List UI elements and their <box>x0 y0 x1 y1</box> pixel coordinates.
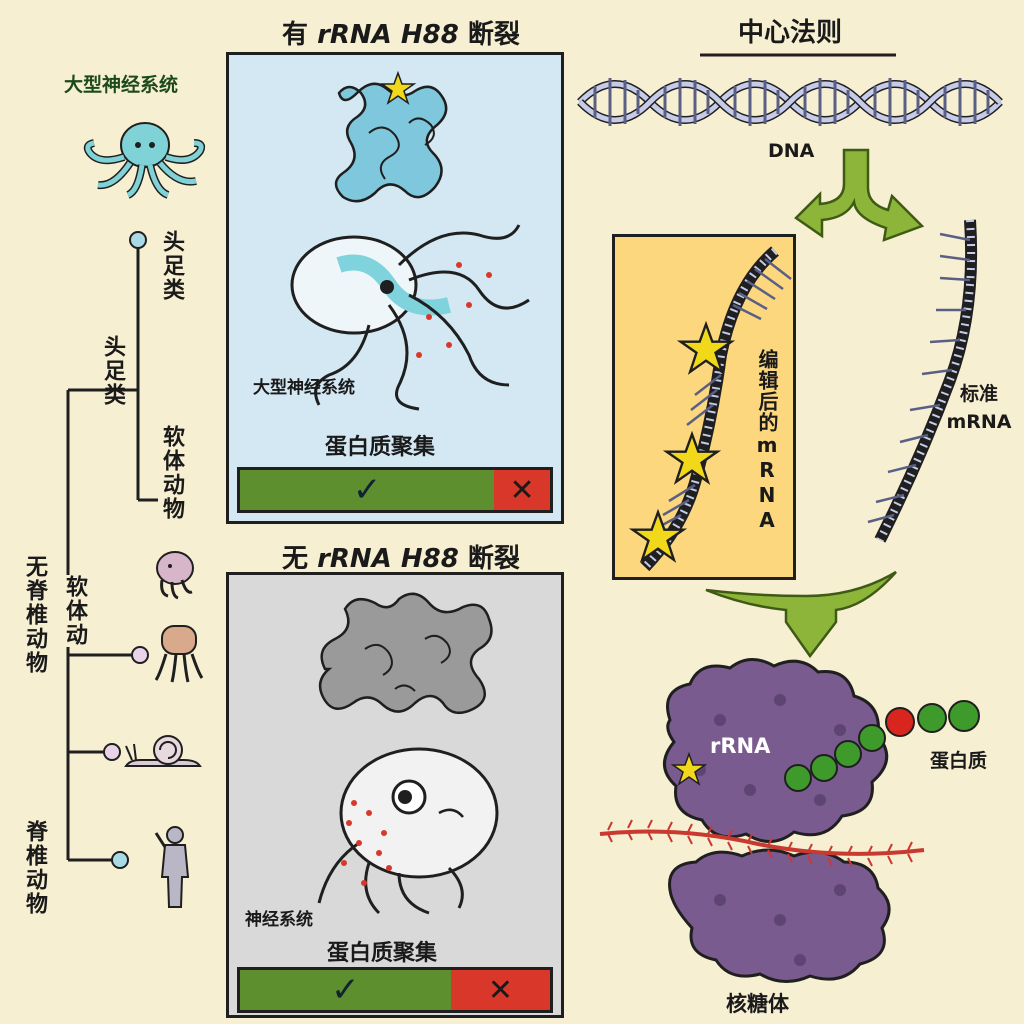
bottom-title-suffix: 断裂 <box>458 544 520 574</box>
bottom-nervous-system-label: 神经系统 <box>245 910 313 930</box>
top-panel-title: 有 rRNA H88 断裂 <box>282 14 520 51</box>
invertebrates-label: 无脊椎动物 <box>22 555 47 675</box>
bottom-aggregation-bar: ✓ ✕ <box>237 967 553 1013</box>
mrna-strand-red <box>599 819 925 867</box>
top-cross-segment: ✕ <box>494 470 550 510</box>
cephalopods-leaf-label: 头足类 <box>159 230 184 302</box>
aggregated-protein-blue <box>334 82 448 203</box>
split-arrow-icon <box>794 148 925 242</box>
bottom-panel-title: 无 rRNA H88 断裂 <box>282 538 520 575</box>
star-icon <box>379 70 417 105</box>
snail-icon <box>124 735 202 767</box>
bottom-title-em: rRNA H88 <box>317 544 459 574</box>
large-nervous-system-label: 大型神经系统 <box>64 74 179 96</box>
top-title-suffix: 断裂 <box>458 20 520 50</box>
cross-icon: ✕ <box>487 972 513 1008</box>
human-icon <box>154 826 190 908</box>
top-check-segment: ✓ <box>240 470 495 510</box>
vertebrates-label: 脊椎动物 <box>22 820 47 916</box>
standard-mrna-label: 标准mRNA <box>946 383 1012 433</box>
bottom-panel: 神经系统 蛋白质聚集 ✓ ✕ <box>226 572 564 1018</box>
top-aggregation-bar: ✓ ✕ <box>237 467 553 513</box>
ribosome-small-subunit <box>668 848 891 983</box>
bottom-check-segment: ✓ <box>240 970 451 1010</box>
octopus-icon <box>83 122 206 199</box>
cephalopods-node-label: 头足类 <box>100 335 125 407</box>
check-icon: ✓ <box>352 470 382 510</box>
octopus-illustration-blue <box>290 224 530 411</box>
squid-icon <box>154 625 204 683</box>
star-icon <box>662 430 722 485</box>
star-icon <box>676 320 736 375</box>
mollusks-node-label: 软体动 <box>58 575 90 647</box>
top-panel: 大型神经系统 蛋白质聚集 ✓ ✕ <box>226 52 564 524</box>
edited-mrna-label: 编辑后的mRNA <box>755 349 779 533</box>
star-icon <box>628 508 688 563</box>
bottom-title-prefix: 无 <box>282 544 318 574</box>
star-icon <box>670 751 708 786</box>
cross-icon: ✕ <box>509 472 535 508</box>
ribosome-label: 核糖体 <box>726 992 789 1016</box>
protein-chain <box>784 700 980 792</box>
top-title-em: rRNA H88 <box>317 20 459 50</box>
aggregated-protein-gray <box>318 592 493 715</box>
check-icon: ✓ <box>331 970 360 1010</box>
dna-helix <box>577 78 1003 126</box>
central-dogma-title: 中心法则 <box>738 18 843 48</box>
edited-mrna-box: 编辑后的mRNA <box>612 234 796 580</box>
cuttlefish-icon <box>156 551 194 600</box>
rrna-label: rRNA <box>710 734 771 758</box>
ribosome-large-subunit <box>663 658 889 843</box>
standard-mrna-strand <box>867 219 978 543</box>
top-aggregation-label: 蛋白质聚集 <box>325 435 436 460</box>
octopus-illustration-gray <box>317 747 499 915</box>
top-title-prefix: 有 <box>282 20 318 50</box>
title-underline <box>700 53 896 57</box>
bottom-aggregation-label: 蛋白质聚集 <box>327 941 438 966</box>
mollusks-leaf-label: 软体动物 <box>159 425 184 521</box>
protein-label: 蛋白质 <box>930 750 988 772</box>
bottom-cross-segment: ✕ <box>450 970 550 1010</box>
dna-label: DNA <box>768 140 815 162</box>
top-nervous-system-label: 大型神经系统 <box>253 378 355 398</box>
down-arrow-icon <box>705 570 897 659</box>
